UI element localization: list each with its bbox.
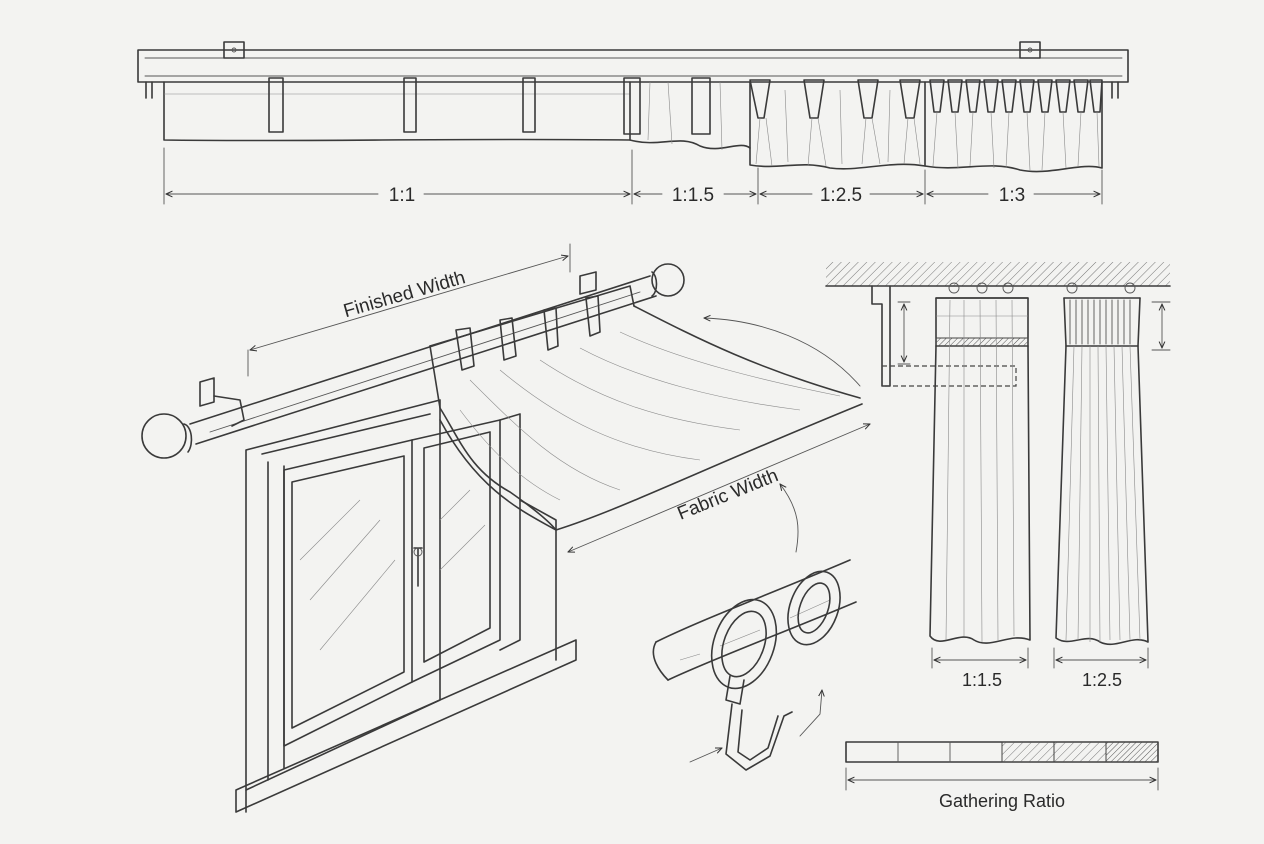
fabric-width-dimension: Fabric Width (568, 318, 870, 552)
curtain-track (137, 41, 1129, 99)
track-dimensions: 1:1 1:1.5 1:2.5 1:3 (163, 147, 1103, 206)
ring-hook-detail (652, 484, 857, 771)
gathering-ratio-scale: Gathering Ratio (845, 741, 1159, 811)
fabric-width-label: Fabric Width (675, 465, 782, 524)
window-frame (235, 399, 577, 813)
right-finial (651, 263, 685, 297)
section-ratio-3 (924, 79, 1103, 173)
panel-ratio-label-1-2-5: 1:2.5 (1082, 670, 1122, 690)
ratio-label-1-3: 1:3 (999, 185, 1025, 206)
section-ratio-2-5 (749, 79, 926, 170)
gathering-ratio-label: Gathering Ratio (939, 791, 1065, 811)
section-flat (163, 77, 631, 142)
panel-ratio-label-1-1-5: 1:1.5 (962, 670, 1002, 690)
ratio-label-1-2-5: 1:2.5 (820, 185, 862, 206)
left-finial (141, 413, 187, 459)
finished-width-label: Finished Width (341, 267, 468, 322)
panel-ratio-1-5: 1:1.5 (929, 282, 1031, 690)
draped-curtain (429, 285, 863, 531)
ratio-label-1-1: 1:1 (389, 185, 415, 206)
finished-width-dimension: Finished Width (247, 243, 571, 377)
panel-ratio-2-5: 1:2.5 (1053, 282, 1149, 690)
section-ratio-1-5 (623, 77, 751, 151)
ratio-label-1-1-5: 1:1.5 (672, 185, 714, 206)
